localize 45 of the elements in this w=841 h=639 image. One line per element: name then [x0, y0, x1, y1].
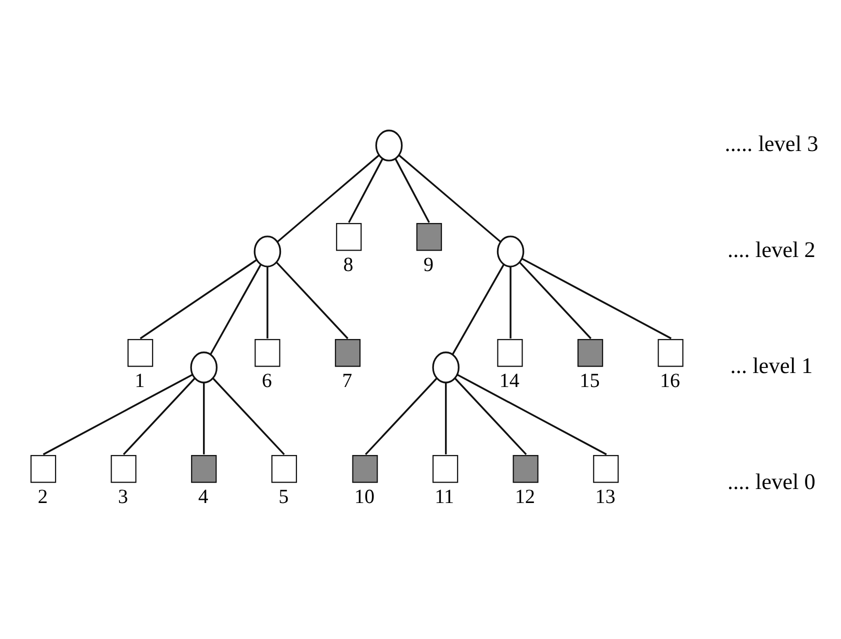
connector [202, 382, 205, 454]
connector [212, 378, 285, 456]
label: ... level 1 [730, 353, 813, 378]
node-circle [190, 352, 218, 384]
node-label: 7 [342, 370, 352, 392]
node-label: 9 [424, 254, 434, 276]
node-circle [432, 352, 460, 384]
node-label: 2 [38, 486, 48, 508]
node-label: 15 [580, 370, 600, 392]
node-label: 6 [262, 370, 272, 392]
connector [276, 262, 348, 340]
connector [510, 266, 512, 338]
node-label: 8 [343, 254, 354, 276]
connector [454, 378, 527, 456]
connector [122, 378, 196, 456]
node-label: 10 [354, 486, 374, 508]
label: ..... level 3 [724, 131, 818, 156]
connector [210, 264, 262, 355]
node-label: 13 [595, 486, 616, 508]
connector [522, 258, 672, 340]
connector [42, 374, 193, 456]
node-label: 5 [278, 486, 289, 508]
connector [348, 158, 384, 223]
connector [452, 264, 505, 355]
connector [364, 378, 438, 456]
connector [276, 154, 380, 242]
node-circle [254, 236, 282, 268]
connector [140, 259, 258, 340]
connector [266, 266, 268, 338]
connector [394, 158, 430, 223]
node-label: 16 [660, 370, 680, 392]
node-circle [496, 236, 524, 268]
node-label: 1 [134, 370, 145, 392]
node-label: 3 [118, 486, 128, 508]
label: .... level 0 [728, 469, 816, 494]
node-label: 4 [198, 486, 208, 508]
node-label: 14 [499, 370, 520, 392]
label: .... level 2 [728, 237, 816, 262]
connector [519, 262, 592, 340]
node-label: 12 [515, 486, 536, 508]
node-circle [375, 130, 403, 162]
connector [457, 374, 607, 456]
connector [398, 154, 502, 242]
connector [444, 382, 447, 454]
node-label: 11 [434, 486, 454, 508]
